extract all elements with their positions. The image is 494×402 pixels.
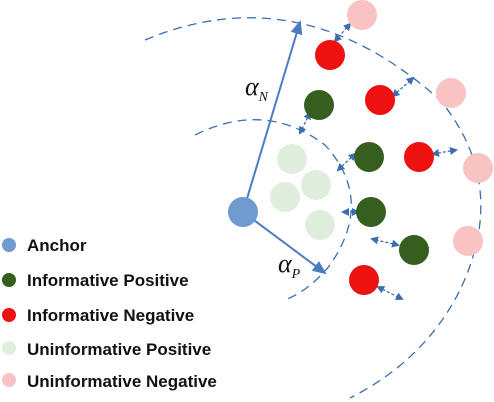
- legend: Anchor Informative Positive Informative …: [2, 236, 217, 391]
- legend-label: Informative Positive: [27, 271, 189, 290]
- legend-swatch: [2, 373, 16, 387]
- margin-arrows: [299, 22, 458, 300]
- alpha-n-label: αN: [245, 72, 269, 105]
- legend-swatch: [2, 273, 16, 287]
- legend-item-informative-negative: Informative Negative: [2, 306, 194, 325]
- informative-negative-point: [315, 40, 345, 70]
- uninformative-negative-point: [463, 153, 493, 183]
- legend-swatch: [2, 341, 16, 355]
- legend-label: Informative Negative: [27, 306, 194, 325]
- uninformative-positive-point: [305, 210, 335, 240]
- uninformative-negative-point: [347, 0, 377, 30]
- margin-arrow: [299, 111, 311, 135]
- legend-item-informative-positive: Informative Positive: [2, 271, 189, 290]
- margin-arrow: [431, 147, 458, 157]
- uninformative-positive-point: [270, 182, 300, 212]
- alpha-n-radius-arrow: [242, 20, 303, 213]
- legend-item-anchor: Anchor: [2, 236, 87, 255]
- uninformative-negative-point: [453, 226, 483, 256]
- informative-positive-point: [356, 197, 386, 227]
- legend-label: Uninformative Positive: [27, 340, 211, 359]
- alpha-p-radius-arrow: [242, 211, 327, 275]
- informative-positive-point: [354, 142, 384, 172]
- margin-arrow: [336, 152, 357, 172]
- margin-arrow: [333, 22, 352, 43]
- legend-item-uninformative-negative: Uninformative Negative: [2, 372, 217, 391]
- negative-boundary: [144, 17, 482, 399]
- legend-label: Uninformative Negative: [27, 372, 217, 391]
- informative-negative-point: [349, 265, 379, 295]
- informative-negative-point: [365, 85, 395, 115]
- legend-item-uninformative-positive: Uninformative Positive: [2, 340, 211, 359]
- uninformative-negative-point: [436, 78, 466, 108]
- informative-negative-point: [404, 142, 434, 172]
- informative-positive-point: [304, 90, 334, 120]
- margin-arrow: [376, 286, 404, 300]
- margin-arrow: [370, 236, 400, 248]
- margin-arrow: [391, 76, 415, 98]
- uninformative-positive-point: [277, 144, 307, 174]
- uninformative-positive-point: [301, 170, 331, 200]
- legend-label: Anchor: [27, 236, 87, 255]
- anchor-point: [228, 197, 258, 227]
- alpha-p-label: αP: [278, 249, 301, 282]
- informative-positive-point: [399, 235, 429, 265]
- legend-swatch: [2, 238, 16, 252]
- positive-boundary: [194, 119, 352, 301]
- legend-swatch: [2, 308, 16, 322]
